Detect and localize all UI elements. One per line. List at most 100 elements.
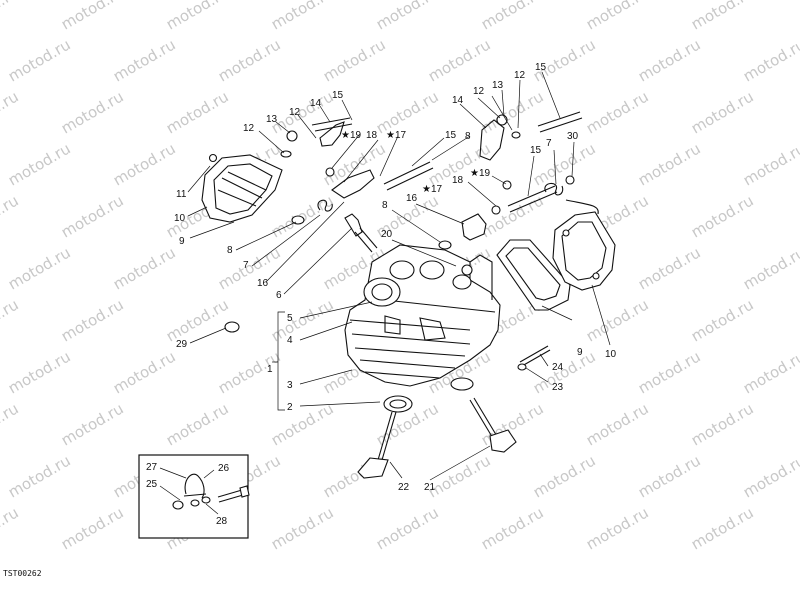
label-15-a: 15	[332, 90, 344, 101]
watermark-text: motod.ru	[635, 139, 704, 189]
watermark-text: motod.ru	[425, 35, 494, 85]
watermark-text: motod.ru	[0, 0, 22, 33]
watermark-text: motod.ru	[740, 451, 800, 501]
label-23: 23	[552, 382, 564, 393]
watermark-text: motod.ru	[688, 399, 757, 449]
watermark-text: motod.ru	[320, 139, 389, 189]
watermark-text: motod.ru	[110, 35, 179, 85]
watermark-text: motod.ru	[163, 295, 232, 345]
label-19-b: ★19	[470, 168, 491, 179]
watermark-text: motod.ru	[215, 347, 284, 397]
watermark-text: motod.ru	[58, 295, 127, 345]
watermark-text: motod.ru	[58, 503, 127, 553]
watermark-text: motod.ru	[215, 243, 284, 293]
watermark-text: motod.ru	[58, 87, 127, 137]
label-1: 1	[267, 364, 273, 375]
label-4: 4	[287, 335, 293, 346]
part-labels: 1 2 3 4 5 6 7 7 8 8 8 9 9 10 10 11 12 12…	[146, 62, 617, 527]
label-12-b: 12	[289, 107, 301, 118]
watermark-text: motod.ru	[583, 295, 652, 345]
valve-cover-left	[201, 153, 283, 223]
label-26: 26	[218, 463, 230, 474]
watermark-text: motod.ru	[740, 243, 800, 293]
watermark-text: motod.ru	[0, 295, 22, 345]
watermark-text: motod.ru	[373, 87, 442, 137]
label-16-b: 16	[406, 193, 418, 204]
watermark-text: motod.ru	[58, 399, 127, 449]
watermark-text: motod.ru	[58, 0, 127, 33]
watermark-text: motod.ru	[268, 191, 337, 241]
label-9-left: 9	[179, 236, 185, 247]
watermark-text: motod.ru	[635, 347, 704, 397]
watermark-text: motod.ru	[268, 87, 337, 137]
label-17-b: ★17	[422, 184, 443, 195]
watermark-text: motod.ru	[163, 399, 232, 449]
label-2: 2	[287, 402, 293, 413]
watermark-text: motod.ru	[215, 35, 284, 85]
watermark-text: motod.ru	[740, 347, 800, 397]
label-18-a: 18	[366, 130, 378, 141]
watermark-text: motod.ru	[635, 35, 704, 85]
label-12-a: 12	[243, 123, 255, 134]
label-7-right: 7	[546, 138, 552, 149]
watermark-text: motod.ru	[635, 451, 704, 501]
watermark-text: motod.ru	[5, 139, 74, 189]
watermark-text: motod.ru	[0, 191, 22, 241]
label-8-left: 8	[227, 245, 233, 256]
label-27: 27	[146, 462, 158, 473]
watermark-text: motod.ru	[478, 503, 547, 553]
watermark-text: motod.ru	[373, 503, 442, 553]
label-5: 5	[287, 313, 293, 324]
cylinder-head-drawing	[344, 244, 501, 387]
watermark-text: motod.ru	[583, 399, 652, 449]
watermark-text: motod.ru	[0, 399, 22, 449]
watermark-text: motod.ru	[268, 503, 337, 553]
watermark-text: motod.ru	[583, 87, 652, 137]
label-22: 22	[398, 482, 410, 493]
leader-lines	[159, 71, 611, 515]
label-15-d: 15	[530, 145, 542, 156]
watermark-text: motod.ru	[58, 191, 127, 241]
label-6: 6	[276, 290, 282, 301]
valves	[224, 321, 551, 479]
label-8-low: 8	[382, 200, 388, 211]
watermark-text: motod.ru	[530, 35, 599, 85]
label-19-a: ★19	[341, 130, 362, 141]
watermark-text: motod.ru	[5, 347, 74, 397]
label-13-a: 13	[266, 114, 278, 125]
watermark-text: motod.ru	[688, 0, 757, 33]
watermark-text: motod.ru	[530, 451, 599, 501]
label-15-b: 15	[445, 130, 457, 141]
label-17-a: ★17	[386, 130, 407, 141]
label-29: 29	[176, 339, 188, 350]
watermark-text: motod.ru	[688, 503, 757, 553]
watermark-text: motod.ru	[110, 243, 179, 293]
label-18-b: 18	[452, 175, 464, 186]
label-12-c: 12	[473, 86, 485, 97]
label-16-a: 16	[257, 278, 269, 289]
label-13-b: 13	[492, 80, 504, 91]
label-14-b: 14	[452, 95, 464, 106]
valve-cover-right	[496, 211, 616, 311]
watermark-text: motod.ru	[740, 35, 800, 85]
label-14-a: 14	[310, 98, 322, 109]
label-28: 28	[216, 516, 228, 527]
label-15-c: 15	[535, 62, 547, 73]
label-12-d: 12	[514, 70, 526, 81]
label-9-right: 9	[577, 347, 583, 358]
watermark-text: motod.ru	[478, 0, 547, 33]
watermark-text: motod.ru	[583, 0, 652, 33]
watermark-text: motod.ru	[110, 347, 179, 397]
rocker-assembly-left	[280, 117, 434, 253]
watermark-text: motod.ru	[740, 139, 800, 189]
drawing-code: TST00262	[3, 569, 42, 578]
label-10-right: 10	[605, 349, 617, 360]
watermark-text: motod.ru	[5, 243, 74, 293]
watermark-text: motod.ru	[0, 87, 22, 137]
watermark-text: motod.ru	[478, 87, 547, 137]
watermark-text: motod.ru	[688, 295, 757, 345]
label-11: 11	[176, 189, 187, 200]
watermark-text: motod.ru	[373, 0, 442, 33]
label-8-mid: 8	[465, 131, 471, 142]
label-25: 25	[146, 479, 158, 490]
